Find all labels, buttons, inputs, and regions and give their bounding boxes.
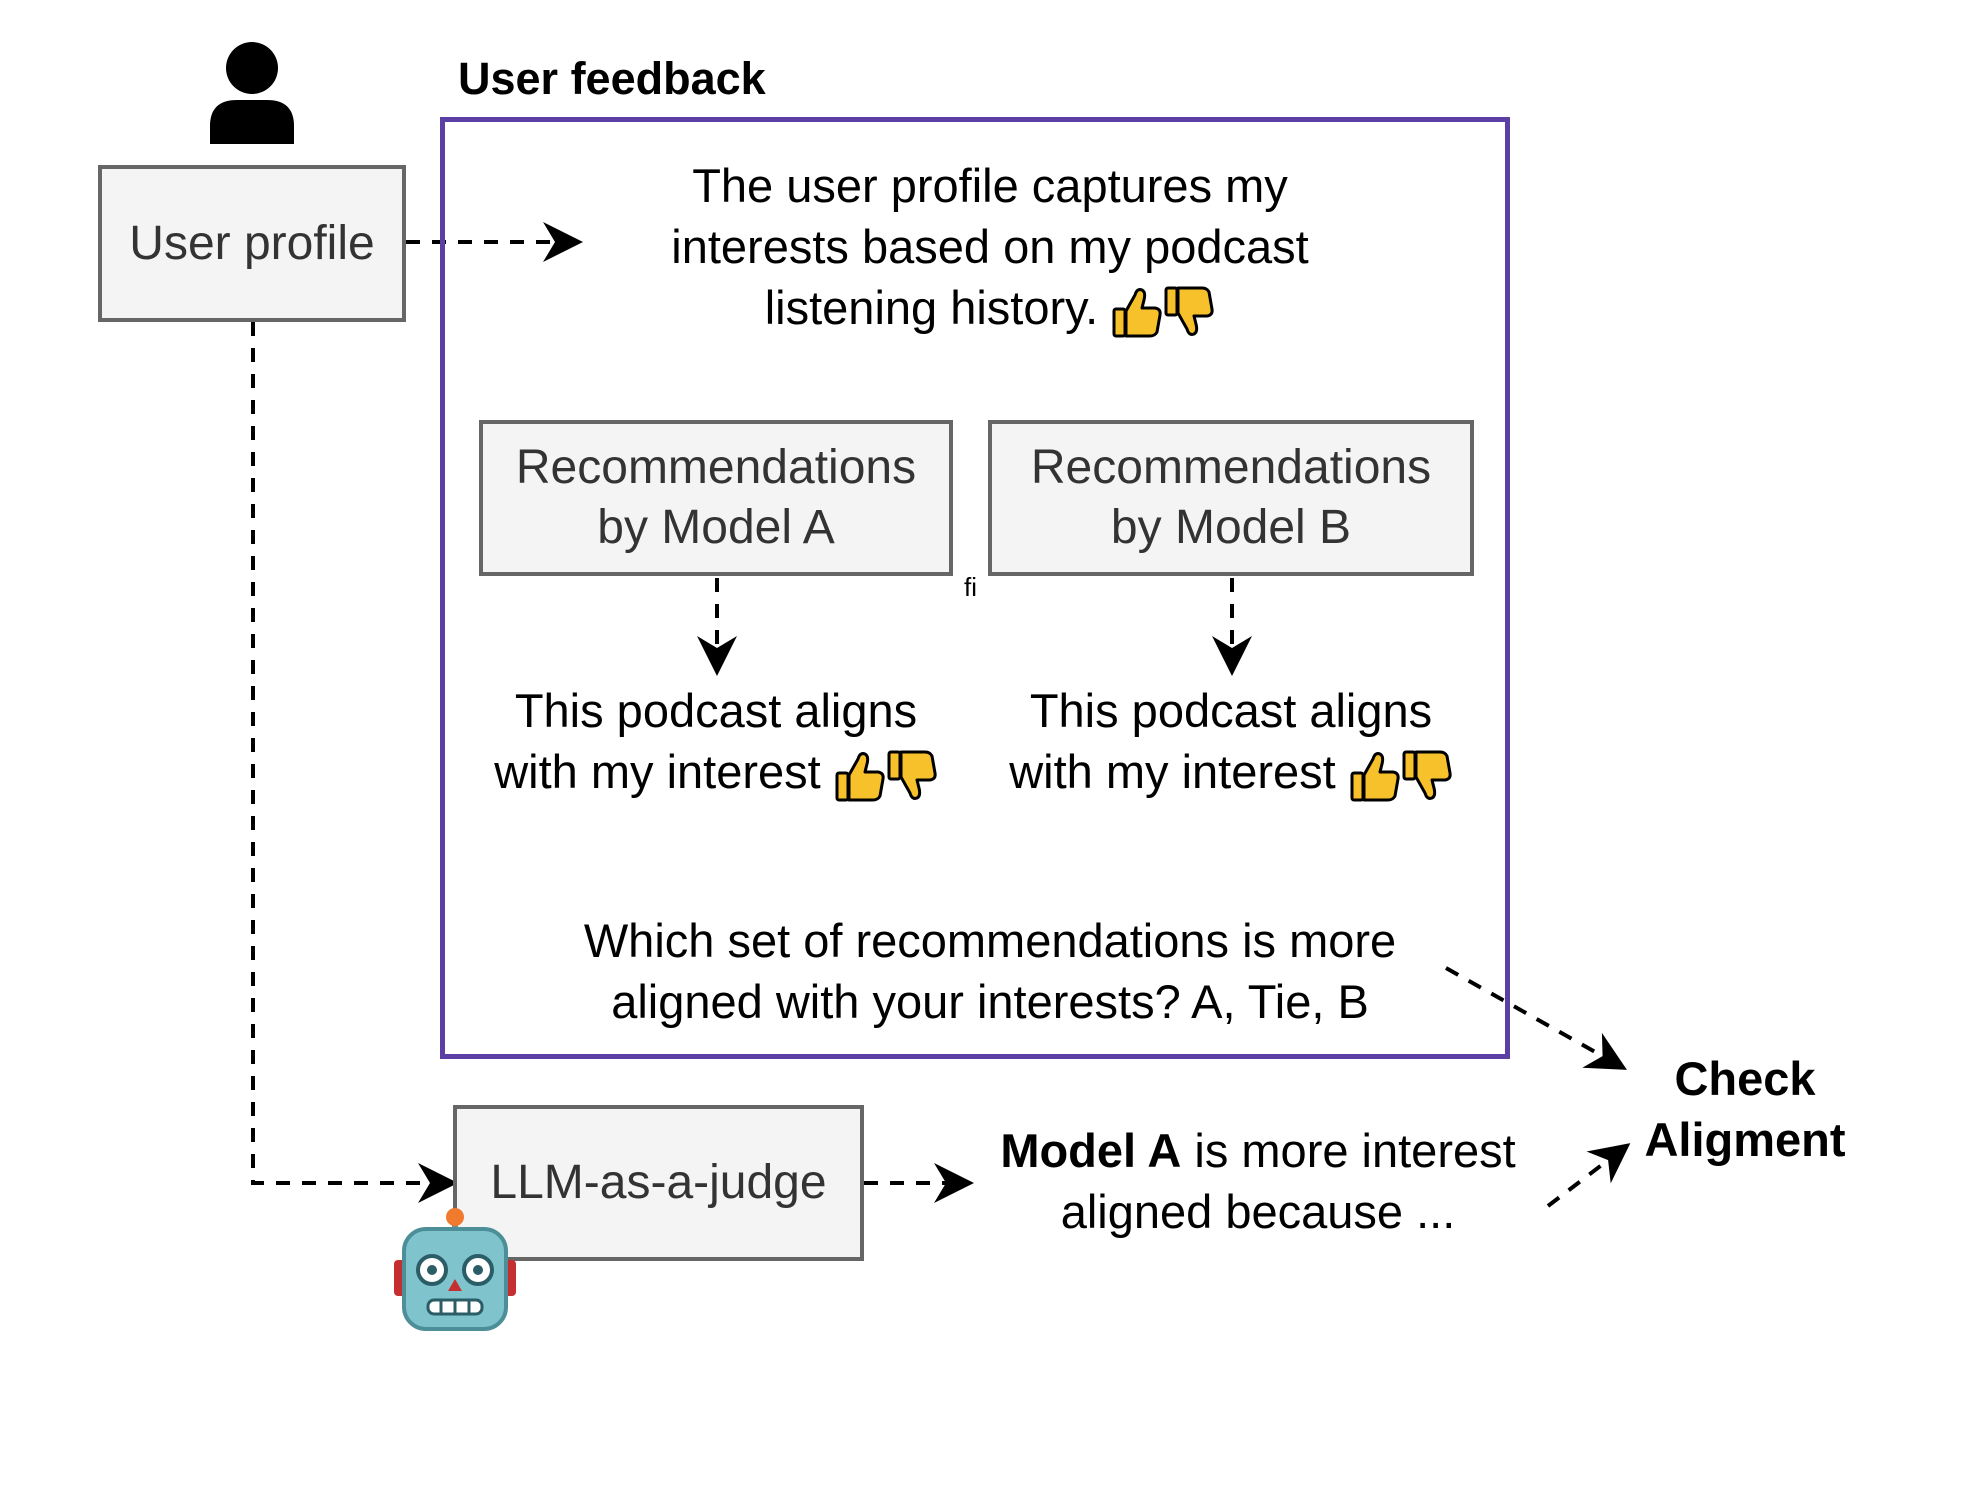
thumbs-up-icon[interactable] — [1349, 749, 1401, 803]
profile-feedback-line-2: interests based on my podcast — [671, 220, 1309, 273]
robot-icon — [394, 1208, 516, 1331]
profile-feedback-line-1: The user profile captures my — [692, 159, 1288, 212]
judge-output-line-2: aligned because ... — [1060, 1185, 1456, 1238]
check-line-2: Aligment — [1644, 1113, 1846, 1166]
profile-feedback-text: The user profile captures my interests b… — [580, 155, 1400, 339]
judge-output-model: Model A — [1000, 1124, 1182, 1177]
check-line-1: Check — [1674, 1052, 1816, 1105]
model-b-feedback-line-2: with my interest — [1009, 745, 1336, 798]
model-b-box-line-2: by Model B — [1110, 501, 1352, 554]
preference-question: Which set of recommendations is more ali… — [500, 910, 1480, 1032]
model-a-box-line-1: Recommendations — [515, 441, 917, 494]
model-a-box-line-2: by Model A — [597, 501, 835, 554]
person-icon — [210, 42, 294, 144]
user-profile-label: User profile — [129, 216, 375, 270]
thumbs-up-icon[interactable] — [1111, 285, 1163, 339]
thumbs-down-icon[interactable] — [886, 749, 938, 803]
model-a-recommendations-box: Recommendations by Model A — [479, 420, 953, 576]
arrow-profile-to-judge — [251, 322, 458, 1203]
thumbs-down-icon[interactable] — [1163, 285, 1215, 339]
stray-glyph: ﬁ — [964, 572, 977, 602]
model-b-recommendations-box: Recommendations by Model B — [988, 420, 1474, 576]
llm-judge-box: LLM-as-a-judge — [453, 1105, 864, 1261]
model-b-box-line-1: Recommendations — [1030, 441, 1432, 494]
model-a-feedback-line-2: with my interest — [494, 745, 821, 798]
thumbs-down-icon[interactable] — [1401, 749, 1453, 803]
question-line-1: Which set of recommendations is more — [583, 914, 1397, 967]
llm-judge-label: LLM-as-a-judge — [490, 1156, 827, 1209]
user-feedback-frame — [440, 117, 1510, 1059]
model-b-feedback-text: This podcast aligns with my interest — [975, 680, 1487, 803]
model-a-feedback-line-1: This podcast aligns — [514, 684, 918, 737]
check-alignment-label: Check Aligment — [1630, 1048, 1860, 1170]
section-title: User feedback — [458, 53, 766, 104]
arrow-question-to-check — [1445, 966, 1627, 1070]
thumbs-up-icon[interactable] — [834, 749, 886, 803]
profile-feedback-line-3: listening history. — [764, 281, 1099, 334]
judge-output-line-1: is more interest — [1181, 1124, 1516, 1177]
judge-output-text: Model A is more interest aligned because… — [968, 1120, 1548, 1242]
model-b-feedback-line-1: This podcast aligns — [1029, 684, 1433, 737]
arrow-output-to-check — [1546, 1143, 1631, 1208]
model-a-feedback-text: This podcast aligns with my interest — [460, 680, 972, 803]
question-line-2: aligned with your interests? A, Tie, B — [611, 975, 1369, 1028]
user-profile-box: User profile — [98, 165, 406, 322]
